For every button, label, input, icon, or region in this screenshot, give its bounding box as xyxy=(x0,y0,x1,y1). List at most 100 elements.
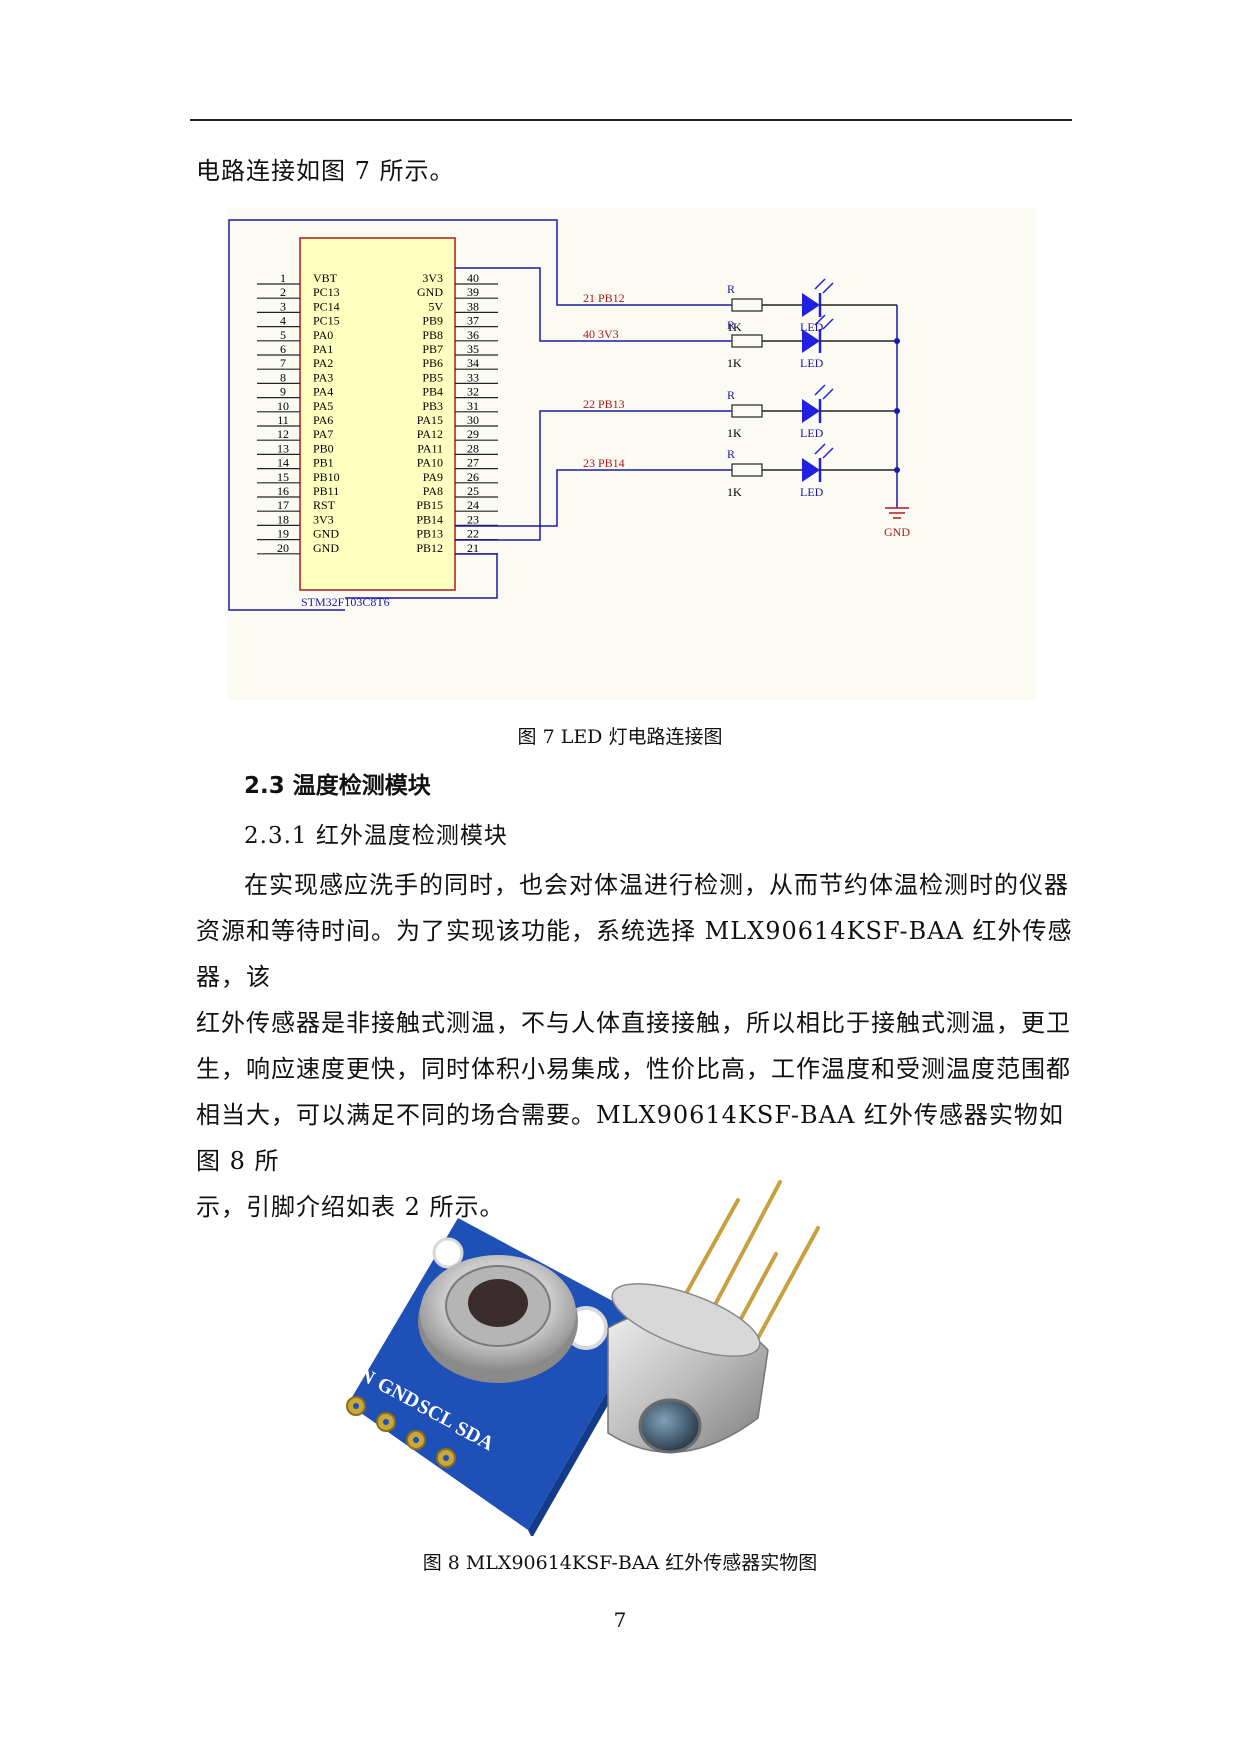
pin-name: PC15 xyxy=(313,314,340,328)
led-ray xyxy=(822,447,834,459)
pin-number: 35 xyxy=(467,342,479,356)
resistor-value: 1K xyxy=(727,320,742,334)
pin-number: 29 xyxy=(467,427,479,441)
body-line: 示，引脚介绍如表 2 所示。 xyxy=(196,1193,505,1221)
chip-name: STM32F103C8T6 xyxy=(301,595,390,609)
pin-name: PB7 xyxy=(422,342,443,356)
header-rule xyxy=(190,119,1072,121)
wire xyxy=(455,267,707,342)
pin-number: 27 xyxy=(467,456,479,470)
pin-number: 16 xyxy=(277,484,289,498)
pin-number: 40 xyxy=(467,271,479,285)
pin-number: 39 xyxy=(467,285,479,299)
body-line: 生，响应速度更快，同时体积小易集成，性价比高，工作温度和受测温度范围都 xyxy=(196,1055,1071,1083)
intro-text: 电路连接如图 7 所示。 xyxy=(196,157,455,185)
pin-number: 33 xyxy=(467,370,479,384)
sensor-can xyxy=(607,1180,820,1454)
pin-name: PA4 xyxy=(313,385,333,399)
pin-name: GND xyxy=(417,285,443,299)
pin-number: 23 xyxy=(467,512,479,526)
figure-8-caption: 图 8 MLX90614KSF-BAA 红外传感器实物图 xyxy=(422,1552,818,1574)
pin-number: 19 xyxy=(277,527,289,541)
pin-number: 21 xyxy=(467,541,479,555)
pin-name: PB1 xyxy=(313,456,334,470)
resistor-value: 1K xyxy=(727,426,742,440)
pin-name: PB3 xyxy=(422,399,443,413)
pin-name: GND xyxy=(313,541,339,555)
pin-name: VBT xyxy=(313,271,338,285)
led-triangle xyxy=(802,329,820,353)
pin-number: 17 xyxy=(277,498,289,512)
section-heading: 2.3 温度检测模块 xyxy=(244,773,431,799)
pin-name: PB12 xyxy=(416,541,443,555)
pin-number: 3 xyxy=(280,299,286,313)
net-label: 40 3V3 xyxy=(583,327,619,341)
led-ray xyxy=(822,388,834,400)
pin-number: 18 xyxy=(277,512,289,526)
pin-name: PC14 xyxy=(313,299,340,313)
pin-number: 31 xyxy=(467,399,479,413)
pin-name: PA11 xyxy=(417,441,443,455)
body-line: 在实现感应洗手的同时，也会对体温进行检测，从而节约体温检测时的仪器 xyxy=(244,871,1069,899)
pin-number: 37 xyxy=(467,314,479,328)
pin-name: PA0 xyxy=(313,328,333,342)
pin-name: PA15 xyxy=(417,413,443,427)
led-label: LED xyxy=(800,320,824,334)
pin-name: PB10 xyxy=(313,470,340,484)
led-ray xyxy=(814,314,826,326)
body-line: 资源和等待时间。为了实现该功能，系统选择 MLX90614KSF-BAA 红外传… xyxy=(196,917,1073,991)
page-number: 7 xyxy=(613,1608,627,1632)
pin-name: PB9 xyxy=(422,314,443,328)
body-line: 相当大，可以满足不同的场合需要。MLX90614KSF-BAA 红外传感器实物如… xyxy=(196,1101,1064,1175)
net-label: 22 PB13 xyxy=(583,397,625,411)
led-ray xyxy=(814,384,826,396)
pin-number: 14 xyxy=(277,456,289,470)
pin-name: PA9 xyxy=(423,470,443,484)
pin-name: 5V xyxy=(428,299,443,313)
led-ray xyxy=(814,443,826,455)
pin-number: 24 xyxy=(467,498,479,512)
pin-name: PB0 xyxy=(313,441,334,455)
body-line: 红外传感器是非接触式测温，不与人体直接接触，所以相比于接触式测温，更卫 xyxy=(196,1009,1071,1037)
pin-number: 36 xyxy=(467,328,479,342)
led-triangle xyxy=(802,293,820,317)
figure-7-caption: 图 7 LED 灯电路连接图 xyxy=(517,726,723,748)
pin-name: PA2 xyxy=(313,356,333,370)
pin-number: 8 xyxy=(280,370,286,384)
pin-name: PB13 xyxy=(416,527,443,541)
resistor-label: R xyxy=(727,282,735,296)
pin-name: PA7 xyxy=(313,427,333,441)
pin-name: RST xyxy=(313,498,336,512)
pin-number: 22 xyxy=(467,527,479,541)
wire xyxy=(228,219,707,611)
pin-name: PA12 xyxy=(417,427,443,441)
led-triangle xyxy=(802,399,820,423)
pin-number: 5 xyxy=(280,328,286,342)
pin-number: 7 xyxy=(280,356,286,370)
pin-name: PB5 xyxy=(422,370,443,384)
led-label: LED xyxy=(800,356,824,370)
resistor-label: R xyxy=(727,318,735,332)
pin-number: 32 xyxy=(467,385,479,399)
pin-number: 34 xyxy=(467,356,479,370)
pin-name: GND xyxy=(313,527,339,541)
pin-name: PB11 xyxy=(313,484,339,498)
pin-number: 2 xyxy=(280,285,286,299)
pin-number: 13 xyxy=(277,441,289,455)
led-ray xyxy=(814,278,826,290)
pin-number: 9 xyxy=(280,385,286,399)
wire xyxy=(455,469,707,527)
resistor-value: 1K xyxy=(727,356,742,370)
pin-number: 25 xyxy=(467,484,479,498)
wire xyxy=(345,553,498,599)
pin-name: 3V3 xyxy=(422,271,443,285)
chip-body xyxy=(299,237,456,591)
pin-name: PA10 xyxy=(417,456,443,470)
led-label: LED xyxy=(800,426,824,440)
pin-name: PA3 xyxy=(313,370,333,384)
resistor-label: R xyxy=(727,388,735,402)
figure-8-sensor-photo: VIN GND SCL SDA xyxy=(336,1180,820,1536)
pin-name: PA5 xyxy=(313,399,333,413)
pin-name: PB15 xyxy=(416,498,443,512)
